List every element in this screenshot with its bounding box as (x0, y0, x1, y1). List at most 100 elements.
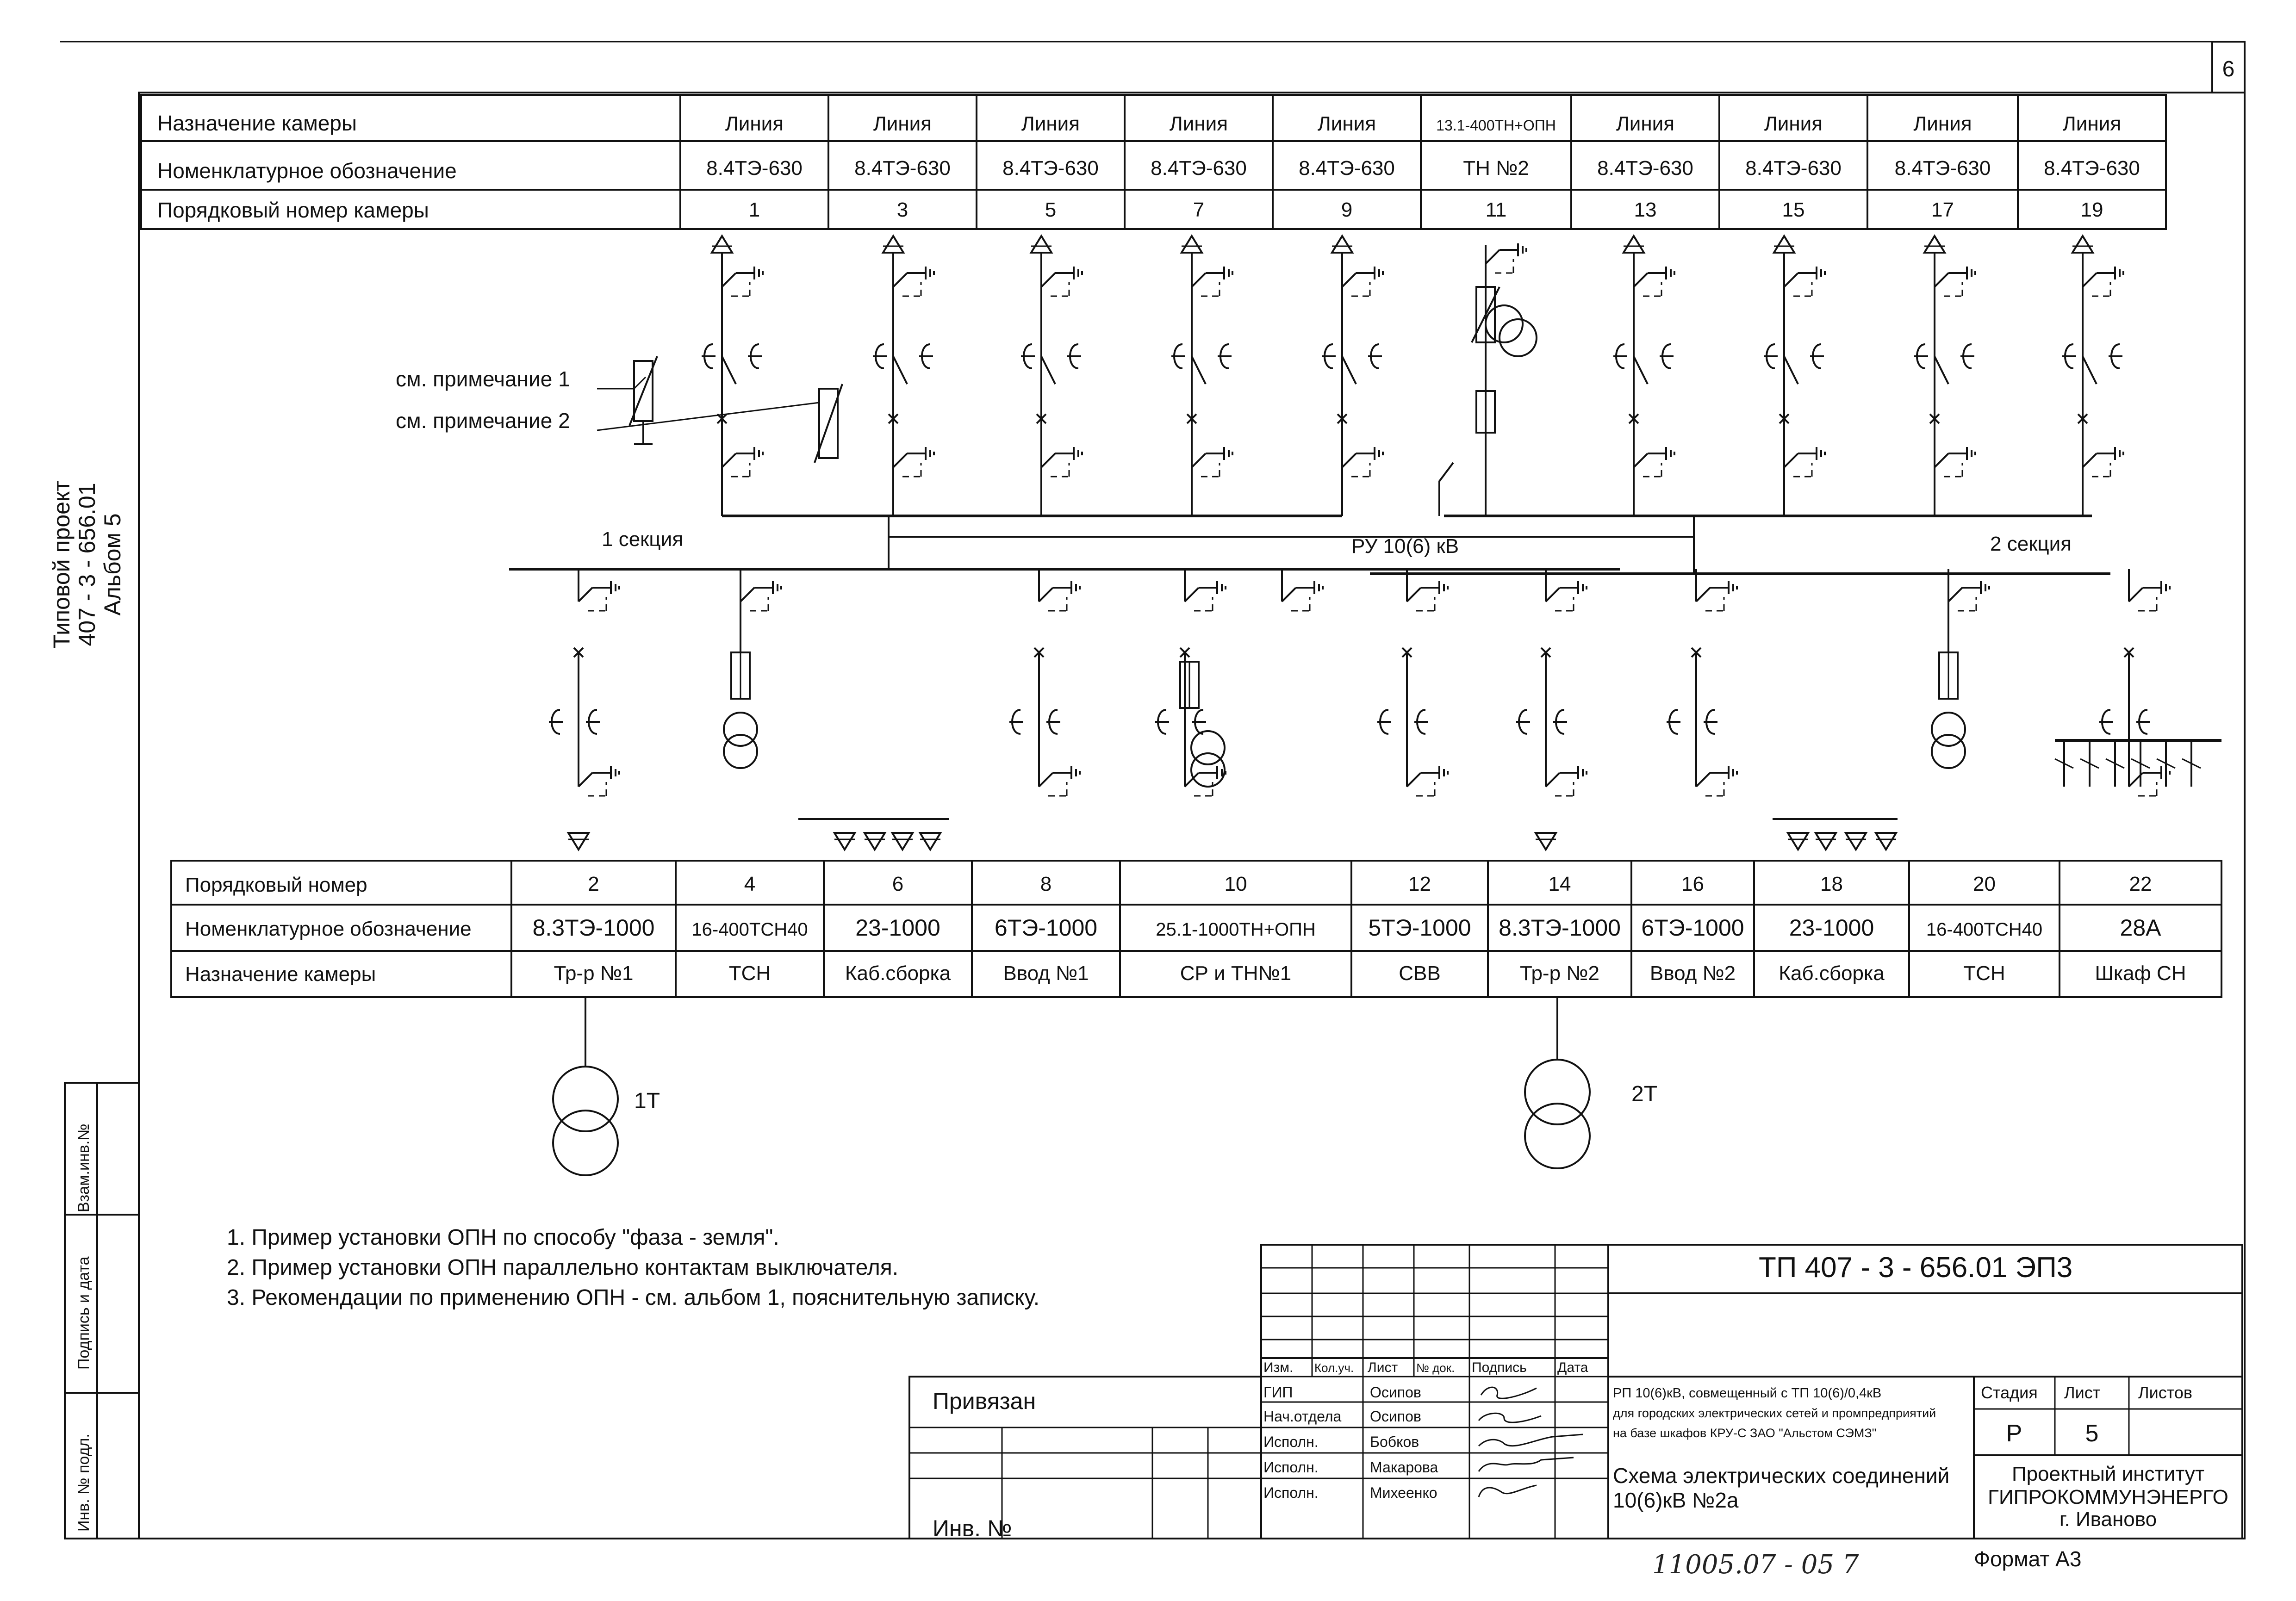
cable-outlet-arrow (567, 832, 590, 850)
top-cell-number: 15 (1782, 199, 1805, 221)
earth-switch-symbol (1695, 580, 1738, 612)
org-line-1: Проектный институт (2012, 1463, 2204, 1485)
fuse-symbol (1938, 652, 1959, 700)
earth-switch-symbol (1038, 765, 1081, 797)
top-cell-designation: 8.4ТЭ-630 (1597, 157, 1693, 180)
cable-outlet-arrow (1773, 235, 1795, 254)
top-cell-designation: 8.4ТЭ-630 (2044, 157, 2140, 180)
top-cell-number: 5 (1045, 199, 1056, 221)
bottom-cell-number: 2 (588, 873, 599, 895)
feeder-bottom-1 (548, 569, 620, 797)
current-transformer-symbol (1913, 343, 1929, 369)
feeder-bottom-6 (1376, 569, 1449, 797)
earth-switch-symbol (892, 266, 935, 297)
current-transformer-symbol (2061, 343, 2077, 369)
cable-outlet-arrow (2072, 235, 2094, 254)
feeder-top-5 (1321, 235, 1384, 516)
bottom-table-row-label-designation: Номенклатурное обозначение (185, 918, 472, 940)
object-line-3: на базе шкафов КРУ-С ЗАО "Альстом СЭМЗ" (1613, 1426, 1876, 1440)
earth-switch-symbol (2082, 266, 2124, 297)
object-line-2: для городских электрических сетей и пром… (1613, 1406, 1936, 1420)
tb-header-podpis: Подпись (1472, 1360, 1527, 1375)
top-table-cells: Линия8.4ТЭ-6301Линия8.4ТЭ-6303Линия8.4ТЭ… (706, 112, 2140, 221)
cable-outlet-arrow (891, 832, 914, 850)
earth-switch-symbol (1406, 580, 1449, 612)
vt-winding-symbol (1485, 304, 1524, 343)
bottom-cell-designation: 16-400ТСН40 (1926, 919, 2042, 940)
bottom-cell-designation: 25.1-1000ТН+ОПН (1156, 919, 1316, 940)
bottom-cell-number: 14 (1549, 873, 1571, 895)
bottom-cell-number: 8 (1040, 873, 1052, 895)
transformer-2t-symbol (1524, 997, 1591, 1169)
top-cell-purpose: Линия (1318, 112, 1376, 135)
earth-switch-symbol (1406, 765, 1449, 797)
current-transformer-symbol (1659, 343, 1674, 369)
feeder-top-6 (1438, 242, 1537, 516)
bottom-cell-purpose: Тр-р №2 (1520, 962, 1599, 985)
current-transformer-symbol (747, 343, 763, 369)
current-transformer-symbol (1413, 709, 1429, 735)
earth-switch-symbol (1934, 266, 1976, 297)
current-transformer-symbol (1763, 343, 1779, 369)
cable-outlet-arrow (1815, 832, 1837, 850)
top-table-row-label-purpose: Назначение камеры (157, 111, 357, 135)
vt-winding-symbol (1499, 318, 1537, 357)
feeder-top-9 (1913, 235, 1976, 516)
earth-switch-symbol (578, 765, 620, 797)
current-transformer-symbol (1066, 343, 1082, 369)
top-cell-purpose: Линия (1021, 112, 1080, 135)
aux-transformer-symbol (1931, 712, 1966, 769)
bottom-cell-number: 16 (1681, 873, 1704, 895)
cable-outlet-arrow (834, 832, 856, 850)
sheet-value: 5 (2085, 1420, 2099, 1447)
current-transformer-symbol (1960, 343, 1975, 369)
top-cell-designation: 8.4ТЭ-630 (1895, 157, 1991, 180)
earth-switch-symbol (1695, 765, 1738, 797)
feeder-bottom-9 (1931, 569, 1990, 769)
staff-role-5: Исполн. (1263, 1484, 1319, 1501)
aux-transformer-symbol (723, 712, 758, 769)
cable-outlet-arrow (711, 235, 733, 254)
drawing-title-2: 10(6)кВ №2а (1613, 1488, 1739, 1512)
opn-parallel-symbol (818, 388, 839, 459)
bottom-cell-purpose: Тр-р №1 (554, 962, 634, 985)
current-transformer-symbol (1612, 343, 1628, 369)
earth-switch-symbol (2082, 446, 2124, 478)
left-strip-vzam: Взам.инв.№ (75, 1123, 93, 1212)
title-code: ТП 407 - 3 - 656.01 ЭП3 (1759, 1252, 2072, 1284)
top-cell-designation: 8.4ТЭ-630 (1151, 157, 1247, 180)
current-transformer-symbol (1552, 709, 1568, 735)
cable-outlet-arrow (1181, 235, 1203, 254)
top-cell-designation: 8.4ТЭ-630 (1299, 157, 1395, 180)
breaker-contact (1040, 356, 1056, 385)
breaker-contact (892, 356, 908, 385)
current-transformer-symbol (1703, 709, 1718, 735)
cable-outlet-arrow (1623, 235, 1645, 254)
top-cell-purpose: Линия (2063, 112, 2121, 135)
current-transformer-symbol (1154, 709, 1170, 735)
current-transformer-symbol (2098, 709, 2114, 735)
bottom-cell-purpose: Ввод №1 (1003, 962, 1089, 985)
bottom-cell-designation: 16-400ТСН40 (691, 919, 808, 940)
sheet-label: Лист (2064, 1383, 2100, 1402)
upper-bus (509, 515, 2110, 575)
feeder-top-4 (1170, 235, 1233, 516)
archive-number: 11005.07 - 05 7 (1652, 1550, 1859, 1580)
bottom-cell-purpose: ТСН (1963, 962, 2005, 985)
earth-switch-symbol (1783, 266, 1826, 297)
cable-outlet-arrow (1535, 832, 1557, 850)
switchgear-label: РУ 10(6) кВ (1351, 535, 1459, 558)
bottom-cell-purpose: ТСН (729, 962, 771, 985)
bottom-cell-designation: 6ТЭ-1000 (995, 915, 1097, 941)
earth-switch-symbol (1545, 765, 1587, 797)
tb-header-data: Дата (1557, 1360, 1588, 1375)
left-strip-podpis: Подпись и дата (75, 1256, 93, 1370)
staff-name-3: Бобков (1370, 1433, 1419, 1450)
lower-feeders (548, 569, 2221, 850)
inv-no-label: Инв. № (933, 1515, 1012, 1541)
top-cell-purpose: Линия (1616, 112, 1674, 135)
transformer-2t-label: 2Т (1631, 1082, 1657, 1106)
aux-panel-symbol (2054, 739, 2221, 787)
feeder-bottom-8 (1666, 569, 1738, 797)
earth-switch-symbol (578, 580, 620, 612)
